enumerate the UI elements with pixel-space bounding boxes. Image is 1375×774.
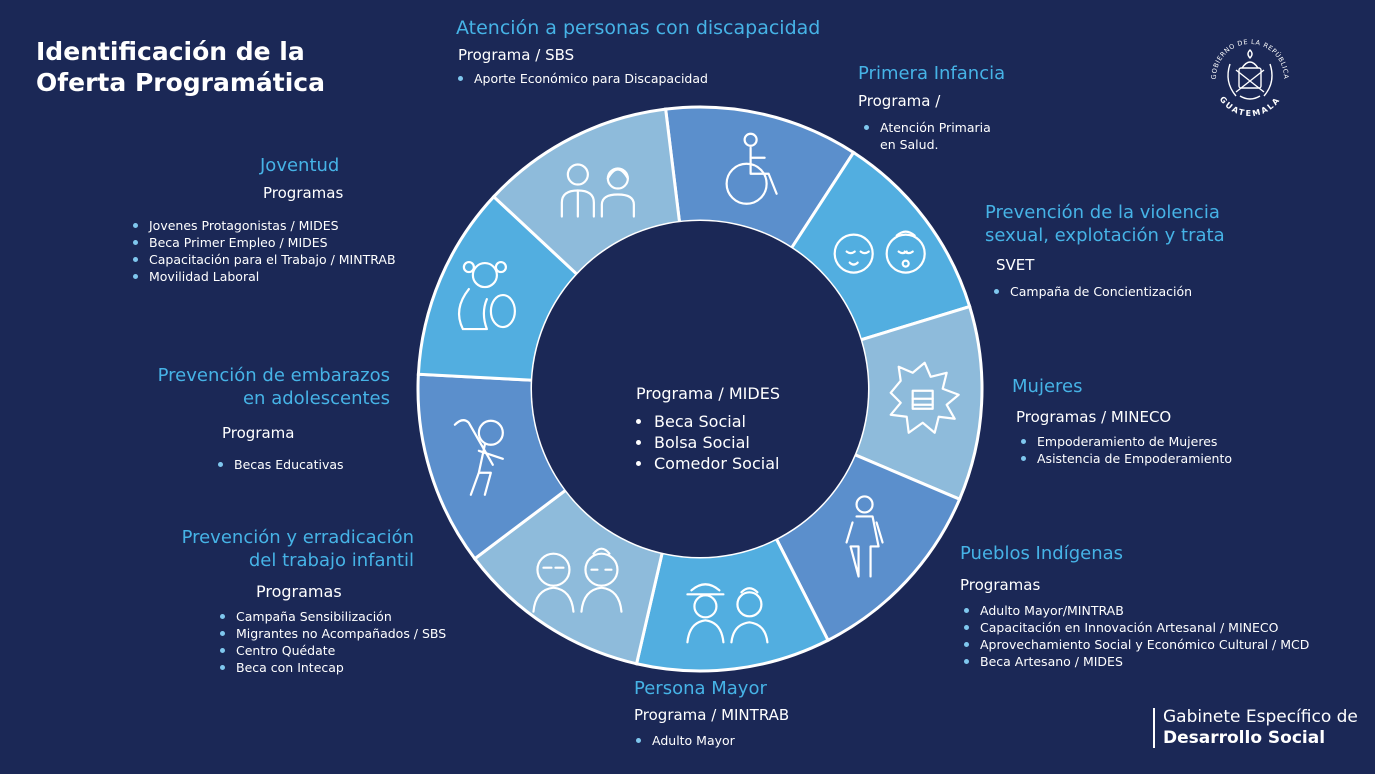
section-embarazos-title-line-1: Prevención de embarazos	[157, 365, 390, 386]
page-title: Identificación de la Oferta Programática	[36, 36, 376, 98]
teen-pregnancy-icon	[457, 260, 516, 331]
babies-icon	[833, 230, 926, 274]
youth-icon	[560, 163, 635, 218]
fist-icon	[889, 361, 960, 434]
section-juventud-title: Joventud	[260, 155, 340, 176]
list-item: Capacitación para el Trabajo / MINTRAB	[133, 251, 396, 268]
ring-icons	[453, 132, 960, 644]
list-item: Adulto Mayor/MINTRAB	[964, 602, 1309, 619]
list-item: Comedor Social	[636, 453, 780, 474]
list-item: Adulto Mayor	[636, 732, 789, 749]
section-violencia-list: Campaña de Concientización	[994, 283, 1225, 300]
center-program-list: Beca Social Bolsa Social Comedor Social	[636, 411, 780, 474]
list-item: en Salud.	[880, 137, 939, 152]
section-embarazos-title-line-2: en adolescentes	[242, 388, 390, 409]
gabinete-logo-line-2: Desarrollo Social	[1163, 728, 1326, 748]
section-persona-mayor-list: Adulto Mayor	[636, 732, 789, 749]
wheelchair-icon	[725, 132, 778, 205]
list-item: Asistencia de Empoderamiento	[1021, 450, 1232, 467]
section-juventud-list: Jovenes Protagonistas / MIDES Beca Prime…	[133, 217, 396, 285]
list-item: Empoderamiento de Mujeres	[1021, 433, 1232, 450]
center-programs: Programa / MIDES Beca Social Bolsa Socia…	[636, 384, 780, 474]
section-indigenas-list: Adulto Mayor/MINTRAB Capacitación en Inn…	[964, 602, 1309, 670]
section-trabajo-infantil-title: Prevención y erradicación del trabajo in…	[150, 526, 414, 572]
section-trabajo-infantil-title-line-1: Prevención y erradicación	[181, 527, 414, 548]
list-item: Capacitación en Innovación Artesanal / M…	[964, 619, 1309, 636]
section-mujeres-list: Empoderamiento de Mujeres Asistencia de …	[1021, 433, 1232, 467]
section-trabajo-infantil-program: Programas	[256, 582, 342, 601]
section-violencia: Prevención de la violencia sexual, explo…	[985, 201, 1225, 300]
section-discapacidad: Atención a personas con discapacidad Pro…	[456, 17, 820, 87]
section-violencia-title-line-1: Prevención de la violencia	[985, 202, 1220, 223]
child-labor-icon	[453, 419, 504, 496]
list-item: Beca Social	[636, 411, 780, 432]
section-discapacidad-program: Programa / SBS	[458, 46, 575, 64]
list-item: Bolsa Social	[636, 432, 780, 453]
section-persona-mayor-title: Persona Mayor	[634, 678, 767, 699]
section-indigenas-program: Programas	[960, 576, 1041, 594]
list-item: Aporte Económico para Discapacidad	[458, 70, 820, 87]
list-item: Campaña Sensibilización	[220, 608, 446, 625]
section-discapacidad-title: Atención a personas con discapacidad	[456, 17, 821, 39]
ring-center-hole	[532, 221, 868, 557]
list-item: Beca Primer Empleo / MIDES	[133, 234, 396, 251]
section-mujeres: Mujeres Programas / MINECO Empoderamient…	[1012, 375, 1232, 467]
government-seal-logo: GOBIERNO DE LA REPÚBLICA GUATEMALA	[1200, 28, 1300, 128]
list-item: Centro Quédate	[220, 642, 446, 659]
section-indigenas-title: Pueblos Indígenas	[960, 543, 1124, 564]
center-program-label: Programa / MIDES	[636, 384, 780, 403]
section-persona-mayor-program: Programa / MINTRAB	[634, 706, 790, 724]
list-item: Movilidad Laboral	[133, 268, 396, 285]
list-item: Campaña de Concientización	[994, 283, 1225, 300]
list-item: Becas Educativas	[218, 456, 344, 473]
section-trabajo-infantil-list: Campaña Sensibilización Migrantes no Aco…	[220, 608, 446, 676]
section-primera-infancia-list: Atención Primaria en Salud.	[864, 119, 1005, 153]
elderly-couple-icon	[532, 547, 623, 613]
section-indigenas: Pueblos Indígenas Programas Adulto Mayor…	[960, 542, 1309, 670]
section-primera-infancia-program: Programa /	[858, 92, 941, 110]
section-mujeres-title: Mujeres	[1012, 376, 1083, 397]
list-item: Aprovechamiento Social y Económico Cultu…	[964, 636, 1309, 653]
section-persona-mayor: Persona Mayor Programa / MINTRAB Adulto …	[634, 677, 789, 749]
list-item: Beca con Intecap	[220, 659, 446, 676]
woman-icon	[845, 495, 884, 578]
section-violencia-title-line-2: sexual, explotación y trata	[985, 225, 1225, 246]
list-item: Atención Primaria	[864, 119, 1005, 136]
section-juventud-program: Programas	[263, 184, 344, 202]
gabinete-logo-line-1: Gabinete Específico de	[1163, 707, 1358, 727]
page-title-line-2: Oferta Programática	[36, 68, 325, 97]
section-discapacidad-list: Aporte Económico para Discapacidad	[458, 70, 820, 87]
section-embarazos-title: Prevención de embarazos en adolescentes	[110, 364, 390, 410]
section-mujeres-program: Programas / MINECO	[1016, 408, 1172, 426]
ring-segments	[416, 105, 984, 673]
indigenous-people-icon	[686, 583, 769, 644]
list-item: Jovenes Protagonistas / MIDES	[133, 217, 396, 234]
list-item: Beca Artesano / MIDES	[964, 653, 1309, 670]
section-primera-infancia: Primera Infancia Programa / Atención Pri…	[858, 62, 1005, 153]
section-embarazos-list: Becas Educativas	[218, 456, 344, 473]
section-violencia-program: SVET	[996, 256, 1035, 274]
page-title-line-1: Identificación de la	[36, 37, 305, 66]
section-embarazos-program: Programa	[222, 424, 295, 442]
list-item: Migrantes no Acompañados / SBS	[220, 625, 446, 642]
section-trabajo-infantil-title-line-2: del trabajo infantil	[248, 550, 414, 571]
gabinete-logo-bar	[1153, 708, 1155, 748]
section-primera-infancia-title: Primera Infancia	[858, 63, 1006, 84]
